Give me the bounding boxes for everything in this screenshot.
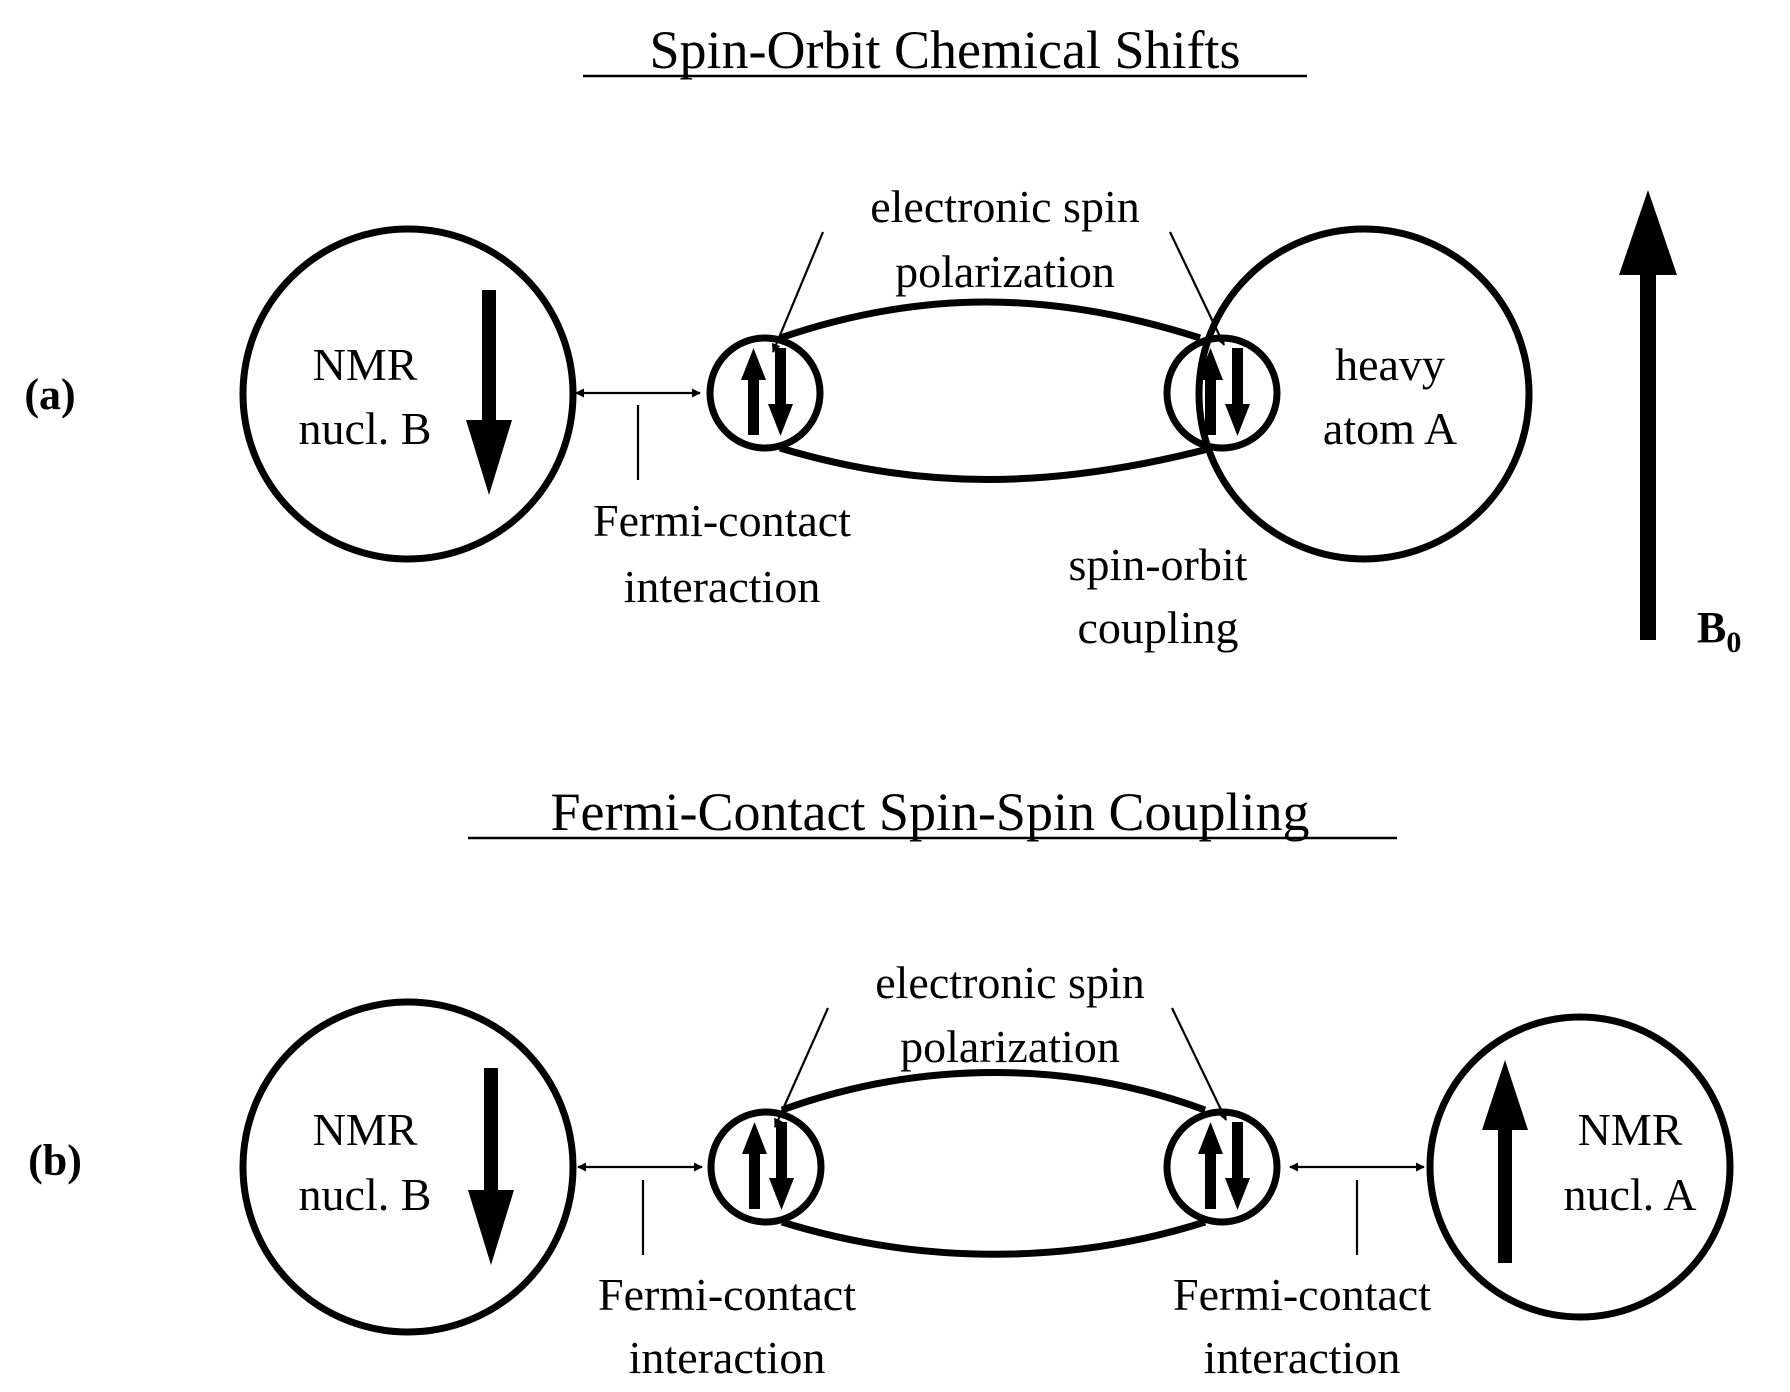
spin-polarization-label-a-1: electronic spin bbox=[870, 181, 1140, 232]
panel-label-a: (a) bbox=[24, 370, 75, 419]
panel-label-b: (b) bbox=[28, 1136, 82, 1185]
nucleus-b-a-label-2: nucl. B bbox=[299, 403, 432, 454]
heavy-atom-a: heavy atom A bbox=[1195, 225, 1533, 563]
spin-polarization-label-b-1: electronic spin bbox=[875, 957, 1145, 1008]
fermi-contact-label-b-right-1: Fermi-contact bbox=[1173, 1269, 1431, 1320]
up-down-arrows-icon bbox=[1198, 1122, 1250, 1210]
fermi-contact-label-a-2: interaction bbox=[624, 561, 821, 612]
up-down-arrows-icon bbox=[1198, 348, 1250, 436]
fermi-contact-label-b-right-2: interaction bbox=[1204, 1332, 1401, 1383]
heavy-atom-label-1: heavy bbox=[1335, 339, 1445, 390]
field-label-subscript: 0 bbox=[1726, 626, 1741, 659]
bond-orbital-a bbox=[778, 298, 1213, 483]
section-a-title: Spin-Orbit Chemical Shifts bbox=[650, 20, 1241, 80]
spin-polarization-label-a-2: polarization bbox=[895, 246, 1115, 297]
spin-orbit-label-1: spin-orbit bbox=[1069, 539, 1248, 590]
up-down-arrows-icon bbox=[742, 1122, 794, 1210]
heavy-atom-label-2: atom A bbox=[1323, 403, 1457, 454]
electron-pair-right-a bbox=[1163, 334, 1281, 452]
spin-polarization-pointer-b-right bbox=[1171, 1007, 1227, 1121]
fermi-contact-label-a-1: Fermi-contact bbox=[593, 495, 851, 546]
spin-orbit-label-2: coupling bbox=[1078, 602, 1239, 653]
nucleus-a-label-1: NMR bbox=[1578, 1104, 1683, 1155]
section-a: Spin-Orbit Chemical Shifts (a) NMR nucl.… bbox=[24, 20, 1741, 659]
arrow-up-icon bbox=[1619, 190, 1677, 640]
nucleus-b-a-label-1: NMR bbox=[313, 339, 418, 390]
fermi-contact-label-b-left-1: Fermi-contact bbox=[598, 1269, 856, 1320]
fermi-contact-label-b-left-2: interaction bbox=[629, 1332, 826, 1383]
nucleus-a-b: NMR nucl. A bbox=[1426, 1013, 1734, 1321]
nucleus-b-b-label-2: nucl. B bbox=[299, 1169, 432, 1220]
nucleus-b-b: NMR nucl. B bbox=[239, 998, 577, 1336]
arrow-down-icon bbox=[466, 290, 512, 495]
electron-pair-right-b bbox=[1163, 1108, 1281, 1226]
bond-orbital-b bbox=[780, 1069, 1207, 1258]
spin-polarization-label-b-2: polarization bbox=[900, 1021, 1120, 1072]
arrow-down-icon bbox=[468, 1068, 514, 1265]
spin-polarization-pointer-a-right bbox=[1169, 231, 1225, 346]
nucleus-b-a: NMR nucl. B bbox=[239, 225, 577, 563]
field-label: B0 bbox=[1697, 603, 1741, 659]
spin-polarization-pointer-a-left bbox=[771, 231, 825, 353]
section-b: Fermi-Contact Spin-Spin Coupling (b) NMR… bbox=[28, 782, 1734, 1383]
electron-pair-left-a bbox=[706, 334, 824, 452]
field-label-main: B bbox=[1697, 603, 1726, 652]
nucleus-b-b-label-1: NMR bbox=[313, 1104, 418, 1155]
arrow-up-icon bbox=[1482, 1060, 1528, 1263]
nucleus-a-label-2: nucl. A bbox=[1564, 1169, 1697, 1220]
electron-pair-left-b bbox=[707, 1108, 825, 1226]
spin-polarization-pointer-b-left bbox=[773, 1007, 830, 1128]
up-down-arrows-icon bbox=[741, 348, 793, 436]
section-b-title: Fermi-Contact Spin-Spin Coupling bbox=[550, 782, 1309, 842]
